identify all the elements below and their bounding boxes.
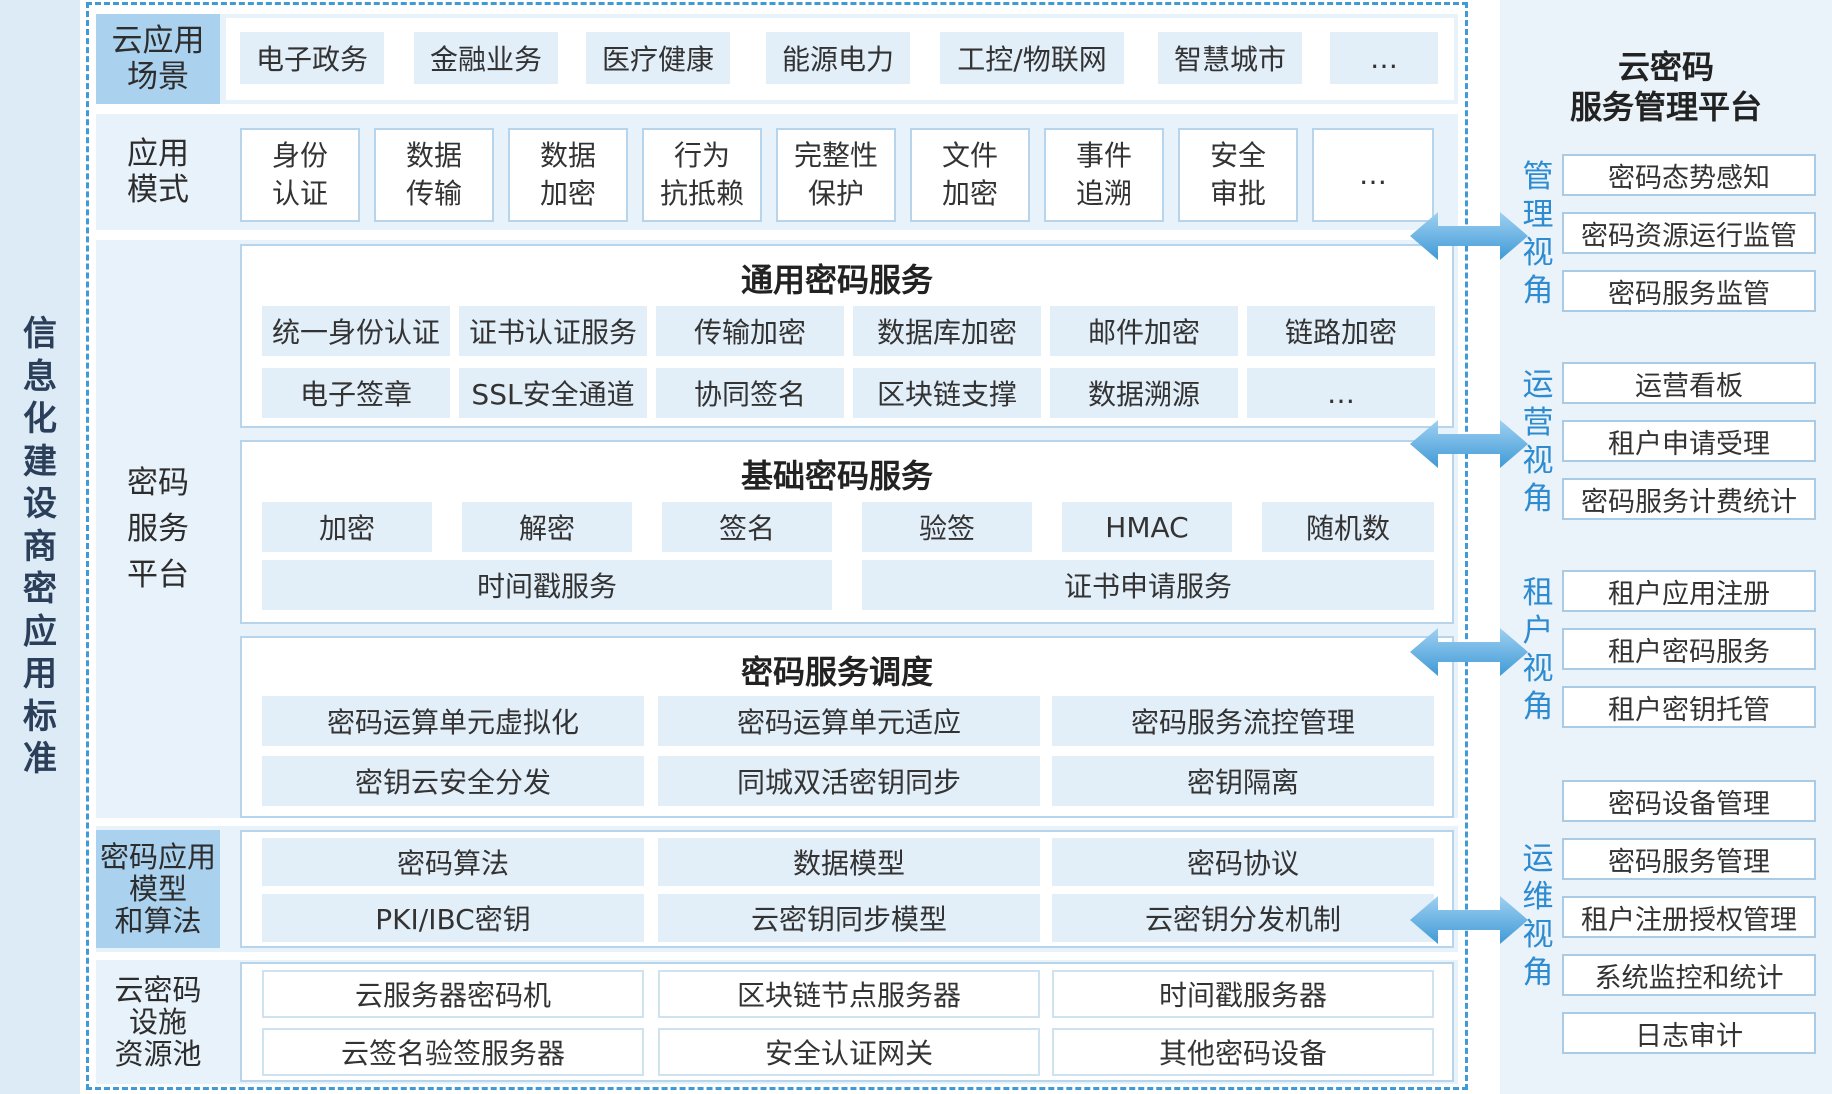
model-item: 密码协议 <box>1052 838 1434 886</box>
operation-item: 密码服务计费统计 <box>1562 478 1816 520</box>
scenario-item: 工控/物联网 <box>940 32 1124 84</box>
basic-service-item: 签名 <box>662 502 832 552</box>
models-label: 密码应用 模型 和算法 <box>96 830 220 948</box>
pattern-item: 数据传输 <box>374 128 494 222</box>
general-service-item: 证书认证服务 <box>459 306 647 356</box>
patterns-label: 应用 模式 <box>127 136 189 208</box>
pattern-item: 文件加密 <box>910 128 1030 222</box>
general-service-item: 统一身份认证 <box>262 306 450 356</box>
maintenance-item: 密码服务管理 <box>1562 838 1816 880</box>
scheduling-item: 密钥隔离 <box>1052 756 1434 806</box>
pattern-item: 数据加密 <box>508 128 628 222</box>
resource-item: 云签名验签服务器 <box>262 1028 644 1076</box>
management-item: 密码服务监管 <box>1562 270 1816 312</box>
resource-item: 安全认证网关 <box>658 1028 1040 1076</box>
pattern-item: 安全审批 <box>1178 128 1298 222</box>
tenant-item: 租户应用注册 <box>1562 570 1816 612</box>
scheduling-item: 同城双活密钥同步 <box>658 756 1040 806</box>
pattern-item: … <box>1312 128 1434 222</box>
scheduling-item: 密码运算单元虚拟化 <box>262 696 644 746</box>
model-item: PKI/IBC密钥 <box>262 894 644 942</box>
scenario-item: 医疗健康 <box>586 32 730 84</box>
scenario-item: 智慧城市 <box>1158 32 1302 84</box>
resource-item: 其他密码设备 <box>1052 1028 1434 1076</box>
double-arrow-icon <box>1410 212 1528 260</box>
maintenance-item: 密码设备管理 <box>1562 780 1816 822</box>
pattern-item: 身份认证 <box>240 128 360 222</box>
tenant-item: 租户密码服务 <box>1562 628 1816 670</box>
pattern-item: 行为抗抵赖 <box>642 128 762 222</box>
maintenance-item: 系统监控和统计 <box>1562 954 1816 996</box>
basic-service-item: 随机数 <box>1262 502 1434 552</box>
main-dashed-frame <box>86 2 1468 1090</box>
double-arrow-icon <box>1410 420 1528 468</box>
model-item: 云密钥同步模型 <box>658 894 1040 942</box>
general-service-item: … <box>1247 368 1435 418</box>
maintenance-item: 日志审计 <box>1562 1012 1816 1054</box>
basic-service-item: 证书申请服务 <box>862 560 1434 610</box>
double-arrow-icon <box>1410 628 1528 676</box>
basic-service-item: 验签 <box>862 502 1032 552</box>
resource-item: 时间戳服务器 <box>1052 970 1434 1018</box>
general-service-item: 传输加密 <box>656 306 844 356</box>
general-service-item: 邮件加密 <box>1050 306 1238 356</box>
model-item: 云密钥分发机制 <box>1052 894 1434 942</box>
operation-item: 运营看板 <box>1562 362 1816 404</box>
general-service-item: 电子签章 <box>262 368 450 418</box>
management-perspective-label: 管 理 视 角 <box>1522 159 1554 309</box>
maintenance-perspective-label: 运 维 视 角 <box>1522 841 1554 991</box>
scenarios-label: 云应用 场景 <box>96 14 220 104</box>
operation-perspective-label: 运 营 视 角 <box>1522 367 1554 517</box>
general-service-item: 数据库加密 <box>853 306 1041 356</box>
scenario-item: 电子政务 <box>240 32 384 84</box>
resource-item: 区块链节点服务器 <box>658 970 1040 1018</box>
tenant-perspective-label: 租 户 视 角 <box>1522 575 1554 725</box>
model-item: 密码算法 <box>262 838 644 886</box>
operation-item: 租户申请受理 <box>1562 420 1816 462</box>
scenario-item: 能源电力 <box>766 32 910 84</box>
management-item: 密码资源运行监管 <box>1562 212 1816 254</box>
scheduling-item: 密码服务流控管理 <box>1052 696 1434 746</box>
resources-label: 云密码 设施 资源池 <box>114 973 202 1071</box>
left-title: 信 息 化 建 设 商 密 应 用 标 准 <box>23 314 57 780</box>
basic-service-item: HMAC <box>1062 502 1232 552</box>
basic-service-item: 时间戳服务 <box>262 560 832 610</box>
general-service-item: 区块链支撑 <box>853 368 1041 418</box>
pattern-item: 事件追溯 <box>1044 128 1164 222</box>
general-service-item: 协同签名 <box>656 368 844 418</box>
basic-services-title: 基础密码服务 <box>740 457 933 495</box>
scheduling-title: 密码服务调度 <box>740 653 933 691</box>
scheduling-item: 密钥云安全分发 <box>262 756 644 806</box>
basic-service-item: 加密 <box>262 502 432 552</box>
general-service-item: SSL安全通道 <box>459 368 647 418</box>
scenario-item: … <box>1330 32 1438 84</box>
scenario-item: 金融业务 <box>414 32 558 84</box>
platform-title: 云密码 服务管理平台 <box>1569 48 1762 126</box>
general-service-item: 数据溯源 <box>1050 368 1238 418</box>
general-services-title: 通用密码服务 <box>740 261 933 299</box>
left-title-strip: 信 息 化 建 设 商 密 应 用 标 准 <box>0 0 80 1094</box>
double-arrow-icon <box>1410 896 1528 944</box>
resource-item: 云服务器密码机 <box>262 970 644 1018</box>
model-item: 数据模型 <box>658 838 1040 886</box>
management-item: 密码态势感知 <box>1562 154 1816 196</box>
general-service-item: 链路加密 <box>1247 306 1435 356</box>
maintenance-item: 租户注册授权管理 <box>1562 896 1816 938</box>
pattern-item: 完整性保护 <box>776 128 896 222</box>
platform-label: 密码 服务 平台 <box>127 465 189 593</box>
tenant-item: 租户密钥托管 <box>1562 686 1816 728</box>
basic-service-item: 解密 <box>462 502 632 552</box>
scheduling-item: 密码运算单元适应 <box>658 696 1040 746</box>
